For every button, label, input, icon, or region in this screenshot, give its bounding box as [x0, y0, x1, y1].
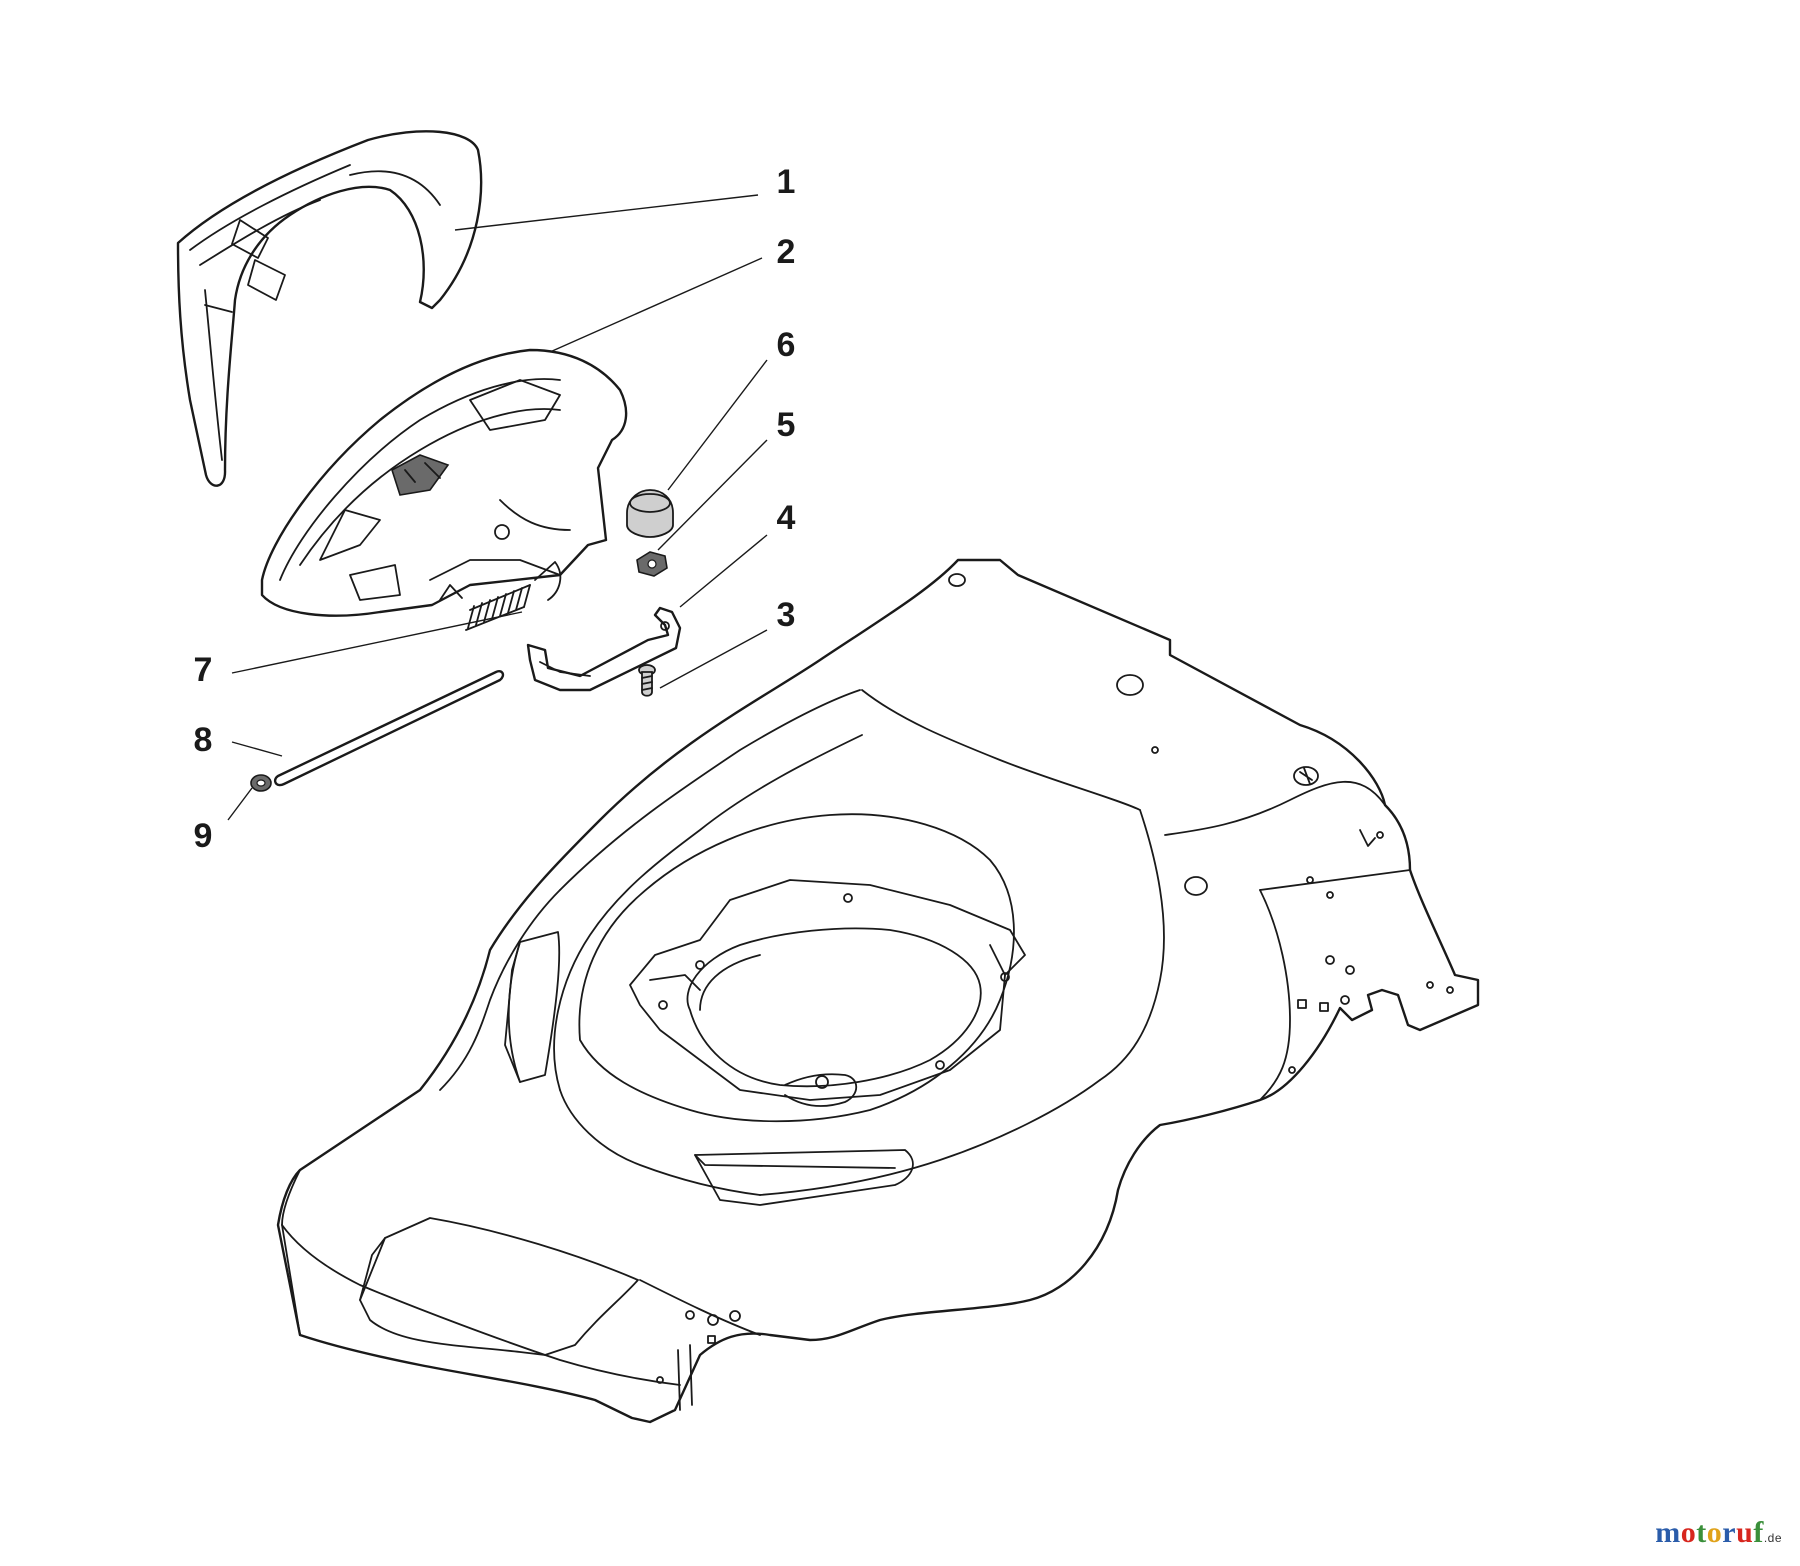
part-screw: [638, 664, 656, 697]
callout-3: 3: [777, 596, 796, 634]
callout-9: 9: [194, 817, 213, 855]
leader-lines: [227, 194, 768, 821]
part-rear-flap: [176, 130, 483, 487]
callout-numbers: 1 2 6 5 4 3 7 8 9: [194, 163, 796, 855]
logo-letter: m: [1655, 1516, 1681, 1549]
part-cap: [626, 489, 674, 538]
leader-line-1: [454, 194, 759, 231]
leader-line-2: [549, 257, 763, 353]
part-washer: [250, 774, 272, 792]
part-spring: [465, 561, 562, 631]
part-nut: [636, 551, 668, 577]
part-rod: [273, 670, 505, 787]
callout-1: 1: [777, 163, 796, 201]
part-bracket: [526, 606, 682, 692]
logo-suffix: .de: [1763, 1531, 1782, 1545]
callout-8: 8: [194, 721, 213, 759]
logo-letter: u: [1736, 1516, 1754, 1549]
logo-letter: o: [1706, 1516, 1723, 1549]
logo-letter: f: [1753, 1516, 1764, 1549]
logo-letter: r: [1722, 1516, 1737, 1549]
leader-line-4: [679, 534, 768, 608]
logo-letter: o: [1680, 1516, 1697, 1549]
part-mower-deck: [276, 558, 1480, 1424]
callout-4: 4: [777, 499, 796, 537]
callout-7: 7: [194, 651, 213, 689]
leader-line-3: [659, 629, 768, 689]
brand-logo: motoruf.de: [1655, 1516, 1782, 1550]
leader-line-7: [231, 611, 523, 674]
callout-5: 5: [777, 406, 796, 444]
callout-2: 2: [777, 233, 796, 271]
leader-line-9: [227, 787, 253, 821]
leader-line-8: [231, 741, 283, 757]
part-rear-cover: [260, 348, 628, 617]
leader-line-5: [657, 439, 768, 551]
logo-letter: t: [1696, 1516, 1707, 1549]
callout-6: 6: [777, 326, 796, 364]
leader-line-6: [667, 359, 768, 491]
